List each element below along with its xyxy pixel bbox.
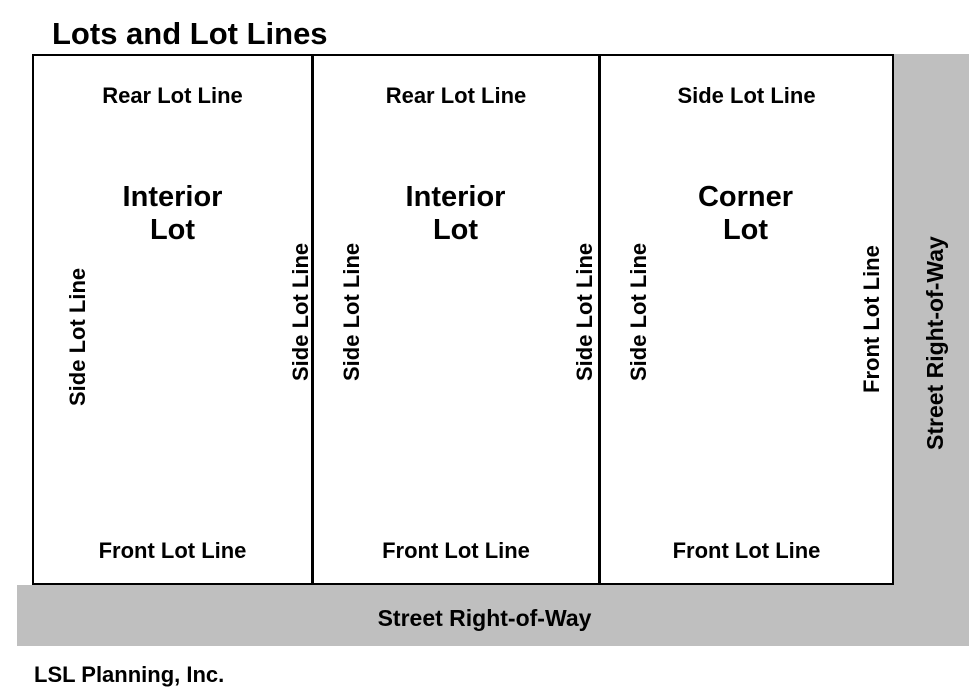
lot-2-side-lot-line-right: Side Lot Line bbox=[572, 242, 597, 381]
lot-2-rear-lot-line-label: Rear Lot Line bbox=[385, 83, 527, 108]
lot-3-side-lot-line-left: Side Lot Line bbox=[626, 242, 651, 381]
lot-corner-3 bbox=[599, 54, 894, 585]
lot-1-name-line2: Lot bbox=[149, 214, 196, 247]
lot-2-name: Interior Lot bbox=[345, 181, 566, 248]
lot-1-name-line1: Interior bbox=[122, 181, 223, 213]
lot-3-front-lot-line-label: Front Lot Line bbox=[672, 538, 821, 563]
lot-2-front-lot-line-label: Front Lot Line bbox=[382, 538, 530, 563]
street-right-of-way-south-label: Street Right-of-Way bbox=[377, 605, 592, 631]
lot-3-name-line1: Corner bbox=[697, 181, 794, 213]
street-right-of-way-east bbox=[893, 54, 969, 585]
lot-1-side-lot-line-left: Side Lot Line bbox=[65, 267, 90, 406]
lot-2-name-line1: Interior bbox=[405, 181, 506, 213]
lot-3-name: Corner Lot bbox=[630, 181, 861, 248]
lot-3-name-line2: Lot bbox=[722, 214, 769, 247]
lot-1-side-lot-line-right: Side Lot Line bbox=[288, 242, 313, 381]
page-title: Lots and Lot Lines bbox=[52, 16, 328, 51]
credit-label: LSL Planning, Inc. bbox=[34, 662, 225, 687]
street-right-of-way-south bbox=[17, 585, 969, 646]
lot-1-front-lot-line-label: Front Lot Line bbox=[98, 538, 247, 563]
lot-interior-1 bbox=[32, 54, 313, 585]
lot-2-side-lot-line-left: Side Lot Line bbox=[339, 242, 364, 381]
lot-1-rear-lot-line-label: Rear Lot Line bbox=[102, 83, 243, 108]
lot-3-front-lot-line-right: Front Lot Line bbox=[859, 245, 884, 393]
lot-3-side-lot-line-top: Side Lot Line bbox=[677, 83, 816, 108]
lot-1-name: Interior Lot bbox=[62, 181, 283, 248]
lot-2-name-line2: Lot bbox=[432, 214, 479, 247]
street-right-of-way-east-label: Street Right-of-Way bbox=[922, 236, 948, 450]
